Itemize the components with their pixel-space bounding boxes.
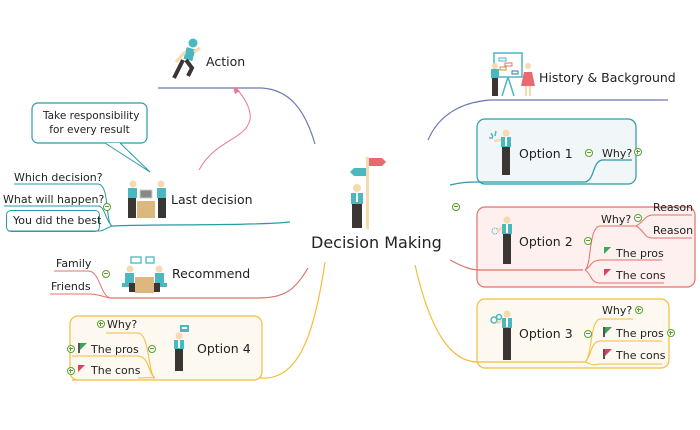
recommend-topic[interactable]: Recommend <box>172 266 251 281</box>
meeting-table-icon <box>122 256 167 293</box>
sub-o4-pros <box>72 355 156 379</box>
option1-topic[interactable]: Option 1 <box>519 146 573 161</box>
option4-topic[interactable]: Option 4 <box>197 341 251 356</box>
handshake-desk-icon <box>128 180 166 218</box>
expand-toggle[interactable] <box>634 148 642 156</box>
last-decision-topic[interactable]: Last decision <box>171 192 253 207</box>
person-gears-icon <box>490 310 512 360</box>
expand-toggle[interactable] <box>67 345 75 353</box>
collapse-toggle[interactable] <box>634 214 642 222</box>
subtopic-o4-why[interactable]: Why? <box>107 318 138 331</box>
subtopic-you-did-best[interactable]: You did the best <box>13 214 102 227</box>
subtopic-o2-reason-1[interactable]: Reason <box>653 201 694 214</box>
history-topic[interactable]: History & Background <box>539 70 676 85</box>
branch-recommend <box>110 267 309 299</box>
subtopic-o2-why[interactable]: Why? <box>601 213 632 226</box>
collapse-toggle[interactable] <box>584 237 592 245</box>
person-thinking-icon <box>491 216 512 264</box>
red-flag-icon <box>78 365 87 375</box>
sub-o2-pros <box>584 259 662 271</box>
subtopic-o2-cons[interactable]: The cons <box>616 269 666 282</box>
branch-action <box>158 87 316 145</box>
sub-o2-cons <box>584 269 664 284</box>
option2-topic[interactable]: Option 2 <box>519 234 573 249</box>
relation-arrowhead <box>233 87 240 94</box>
expand-toggle[interactable] <box>67 367 75 375</box>
sub-family <box>54 270 111 299</box>
collapse-toggle[interactable] <box>148 345 156 353</box>
subtopic-family[interactable]: Family <box>56 257 92 270</box>
green-flag-icon <box>78 343 87 353</box>
red-flag-icon <box>604 269 613 279</box>
branch-history <box>427 99 668 141</box>
callout-line1: Take responsibility <box>43 110 140 122</box>
subtopic-o1-why[interactable]: Why? <box>602 147 633 160</box>
person-signpost-icon <box>350 157 386 229</box>
central-topic[interactable]: Decision Making <box>311 233 442 252</box>
collapse-toggle[interactable] <box>452 203 460 211</box>
expand-toggle[interactable] <box>97 320 105 328</box>
subtopic-friends[interactable]: Friends <box>51 280 91 293</box>
callout-line2: for every result <box>49 124 130 136</box>
sub-o3-cons <box>584 361 662 366</box>
branch-option3 <box>414 264 585 363</box>
subtopic-o3-pros[interactable]: The pros <box>616 327 664 340</box>
branch-option2 <box>449 259 583 271</box>
green-flag-icon <box>603 327 612 337</box>
sub-friends <box>50 293 111 299</box>
red-flag-icon <box>603 349 612 359</box>
subtopic-o3-why[interactable]: Why? <box>602 304 633 317</box>
collapse-toggle[interactable] <box>103 203 111 211</box>
subtopic-o3-cons[interactable]: The cons <box>616 349 666 362</box>
subtopic-o4-pros[interactable]: The pros <box>91 343 139 356</box>
subtopic-o2-pros[interactable]: The pros <box>616 247 664 260</box>
branch-last-decision <box>111 221 291 227</box>
sub-o3-pros <box>584 340 662 363</box>
whiteboard-presentation-icon <box>491 52 535 97</box>
sub-o2-reason2 <box>635 225 692 239</box>
green-flag-icon <box>604 247 613 257</box>
callout-tail <box>104 142 151 173</box>
option2-box <box>476 206 696 288</box>
expand-toggle[interactable] <box>635 306 643 314</box>
subtopic-you-did-best-box[interactable]: You did the best <box>6 210 102 232</box>
action-topic[interactable]: Action <box>206 54 246 69</box>
option3-topic[interactable]: Option 3 <box>519 326 573 341</box>
subtopic-what-will-happen[interactable]: What will happen? <box>3 193 105 206</box>
branch-option1 <box>449 159 632 186</box>
subtopic-which-decision[interactable]: Which decision? <box>14 171 103 184</box>
sub-what <box>4 205 113 227</box>
person-idea-icon <box>489 129 511 175</box>
expand-toggle[interactable] <box>667 329 675 337</box>
collapse-toggle[interactable] <box>584 330 592 338</box>
collapse-toggle[interactable] <box>585 149 593 157</box>
subtopic-o2-reason-2[interactable]: Reason <box>653 224 694 237</box>
person-presenting-icon <box>174 325 189 371</box>
sub-o2-reason1 <box>635 214 692 227</box>
branch-option4 <box>71 261 326 381</box>
subtopic-o4-cons[interactable]: The cons <box>91 364 141 377</box>
collapse-toggle[interactable] <box>102 270 110 278</box>
running-person-icon <box>172 38 201 79</box>
relation-arrow <box>198 87 251 171</box>
callout-box <box>31 102 148 144</box>
